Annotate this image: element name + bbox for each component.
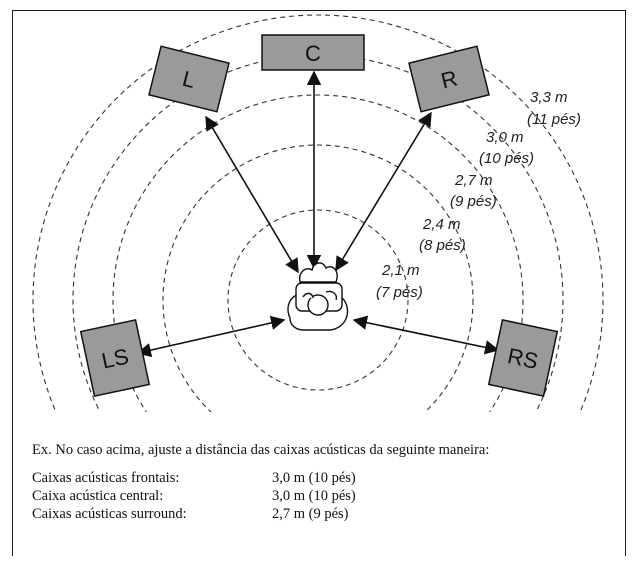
speaker-center: C	[261, 34, 365, 71]
settings-list: Caixas acústicas frontais: 3,0 m (10 pés…	[32, 469, 624, 523]
arrow-to-left-surround	[136, 315, 286, 358]
distance-label-m: 2,1 m	[381, 262, 420, 279]
distance-label-ft: (7 pés)	[376, 284, 423, 301]
distance-circles	[32, 14, 604, 430]
distance-label-m: 2,7 m	[454, 172, 493, 189]
distance-label-m: 2,4 m	[422, 216, 461, 233]
figure-frame	[12, 10, 626, 556]
speaker-left-surround: LS	[79, 319, 151, 397]
arrow-to-right	[335, 111, 432, 272]
speaker-center-label: C	[305, 41, 321, 66]
speaker-left: L	[148, 45, 230, 113]
settings-row-label: Caixas acústicas surround:	[32, 506, 187, 522]
speaker-placement-diagram: C L R LS RS 2,1 m (7 pés) 2,4 m (8 pés) …	[32, 14, 604, 430]
example-text: Ex. No caso acima, ajuste a distância da…	[32, 442, 490, 458]
speaker-right-surround: RS	[487, 319, 559, 397]
listener-icon	[287, 262, 349, 331]
settings-row-value: 2,7 m (9 pés)	[272, 506, 349, 522]
settings-row: Caixas acústicas frontais: 3,0 m (10 pés…	[32, 469, 624, 487]
speaker-left-label: L	[180, 66, 198, 93]
distance-label-ft: (10 pés)	[479, 150, 534, 167]
speaker-right: R	[408, 45, 490, 113]
arrow-to-left	[205, 115, 299, 274]
distance-labels: 2,1 m (7 pés) 2,4 m (8 pés) 2,7 m (9 pés…	[376, 89, 581, 301]
settings-row-label: Caixa acústica central:	[32, 488, 164, 504]
distance-label-ft: (11 pés)	[527, 111, 581, 128]
distance-circle-3-3m	[32, 14, 604, 430]
distance-label-m: 3,0 m	[486, 129, 524, 146]
settings-row: Caixa acústica central: 3,0 m (10 pés)	[32, 487, 624, 505]
arrow-to-right-surround	[352, 315, 500, 355]
speaker-right-label: R	[438, 65, 459, 93]
distance-arrows	[136, 70, 500, 358]
speaker-right-surround-label: RS	[505, 343, 540, 374]
settings-row-value: 3,0 m (10 pés)	[272, 488, 356, 504]
distance-label-ft: (8 pés)	[419, 237, 466, 254]
settings-row-label: Caixas acústicas frontais:	[32, 470, 180, 486]
speaker-left-surround-label: LS	[99, 343, 131, 373]
settings-row: Caixas acústicas surround: 2,7 m (9 pés)	[32, 505, 624, 523]
distance-label-m: 3,3 m	[530, 89, 568, 106]
distance-label-ft: (9 pés)	[450, 193, 497, 210]
settings-row-value: 3,0 m (10 pés)	[272, 470, 356, 486]
example-section: Ex. No caso acima, ajuste a distância da…	[32, 442, 624, 523]
